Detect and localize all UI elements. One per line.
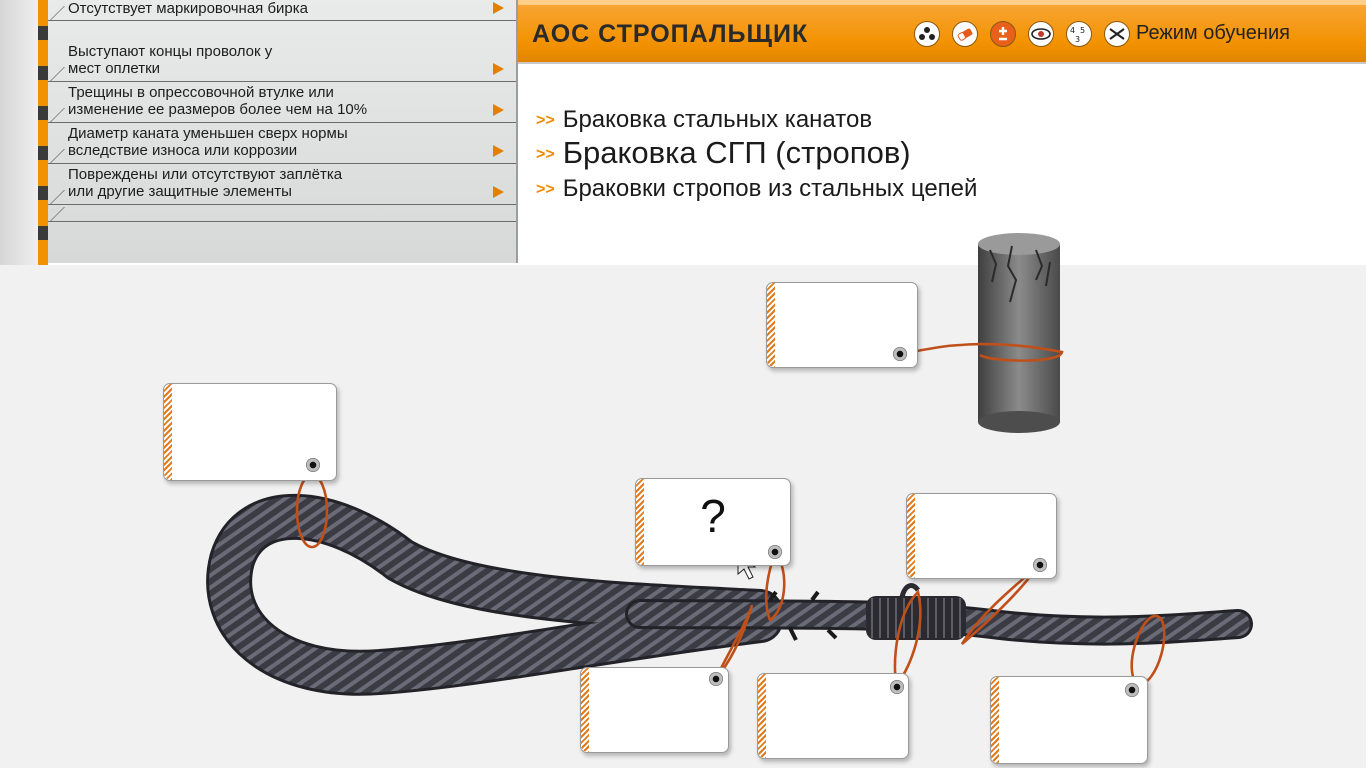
sleeve-sample xyxy=(978,233,1060,433)
defect-item-splice-damaged[interactable]: Повреждены или отсутствуют заплётка или … xyxy=(48,164,516,205)
play-arrow-icon[interactable] xyxy=(493,104,504,116)
topic-label: Браковки стропов из стальных цепей xyxy=(562,175,978,202)
grommet-icon xyxy=(1033,558,1047,572)
topic-label: Браковка стальных канатов xyxy=(562,106,873,133)
defect-item-sleeve-cracks[interactable]: Трещины в опрессовочной втулке или измен… xyxy=(48,82,516,123)
app-title: АОС СТРОПАЛЬЩИК xyxy=(532,20,809,48)
chevron-right-icon: >> xyxy=(536,111,555,129)
left-decor-stripe xyxy=(0,0,48,265)
grommet-icon xyxy=(1125,683,1139,697)
chevron-right-icon: >> xyxy=(536,145,555,163)
svg-text:3: 3 xyxy=(1075,35,1080,44)
defect-item-diameter-reduced[interactable]: Диаметр каната уменьшен сверх нормы всле… xyxy=(48,123,516,164)
chevron-right-icon: >> xyxy=(536,180,555,198)
splice-wrap xyxy=(866,596,966,640)
tag-slot-splice-bottom[interactable] xyxy=(757,673,909,759)
tag-slot-sleeve[interactable] xyxy=(766,282,918,368)
defect-label: Выступают концы проволок у мест оплетки xyxy=(68,43,273,77)
tag-slot-loop[interactable] xyxy=(163,383,337,481)
play-arrow-icon[interactable] xyxy=(493,63,504,75)
defect-label: Повреждены или отсутствуют заплётка или … xyxy=(68,166,343,200)
grommet-icon xyxy=(768,545,782,559)
close-icon[interactable] xyxy=(1104,21,1130,47)
play-arrow-icon[interactable] xyxy=(493,2,504,14)
defect-label: Отсутствует маркировочная бирка xyxy=(68,0,309,17)
defect-item-protruding-wires[interactable]: Выступают концы проволок у мест оплетки xyxy=(48,41,516,82)
svg-text:4: 4 xyxy=(1070,26,1075,35)
defect-item-missing-tag[interactable]: Отсутствует маркировочная бирка xyxy=(48,0,516,21)
tag-slot-question[interactable]: ? xyxy=(635,478,791,566)
plus-minus-icon[interactable] xyxy=(990,21,1016,47)
topic-steel-ropes[interactable]: >> Браковка стальных канатов xyxy=(536,106,872,134)
mode-label: Режим обучения xyxy=(1136,22,1290,44)
team-icon[interactable] xyxy=(914,21,940,47)
tag-question-mark: ? xyxy=(700,490,726,542)
play-arrow-icon[interactable] xyxy=(493,186,504,198)
grommet-icon xyxy=(306,458,320,472)
defect-list-panel: Отсутствует маркировочная бирка Выступаю… xyxy=(48,0,518,263)
topic-chain-slings[interactable]: >> Браковки стропов из стальных цепей xyxy=(536,175,977,203)
svg-text:5: 5 xyxy=(1080,26,1085,35)
topic-label: Браковка СГП (стропов) xyxy=(562,135,911,170)
play-arrow-icon[interactable] xyxy=(493,145,504,157)
defect-label: Трещины в опрессовочной втулке или измен… xyxy=(68,84,368,118)
tag-slot-rope-end[interactable] xyxy=(990,676,1148,764)
tag-slot-splice-top[interactable] xyxy=(906,493,1057,579)
defect-label: Диаметр каната уменьшен сверх нормы всле… xyxy=(68,125,348,159)
tag-slot-wires[interactable] xyxy=(580,667,729,753)
defect-item-empty xyxy=(48,205,516,222)
eye-icon[interactable] xyxy=(1028,21,1054,47)
topic-slings[interactable]: >> Браковка СГП (стропов) xyxy=(536,135,911,171)
tag-strings xyxy=(295,342,1166,687)
grommet-icon xyxy=(890,680,904,694)
grommet-icon xyxy=(709,672,723,686)
eraser-icon[interactable] xyxy=(952,21,978,47)
grommet-icon xyxy=(893,347,907,361)
